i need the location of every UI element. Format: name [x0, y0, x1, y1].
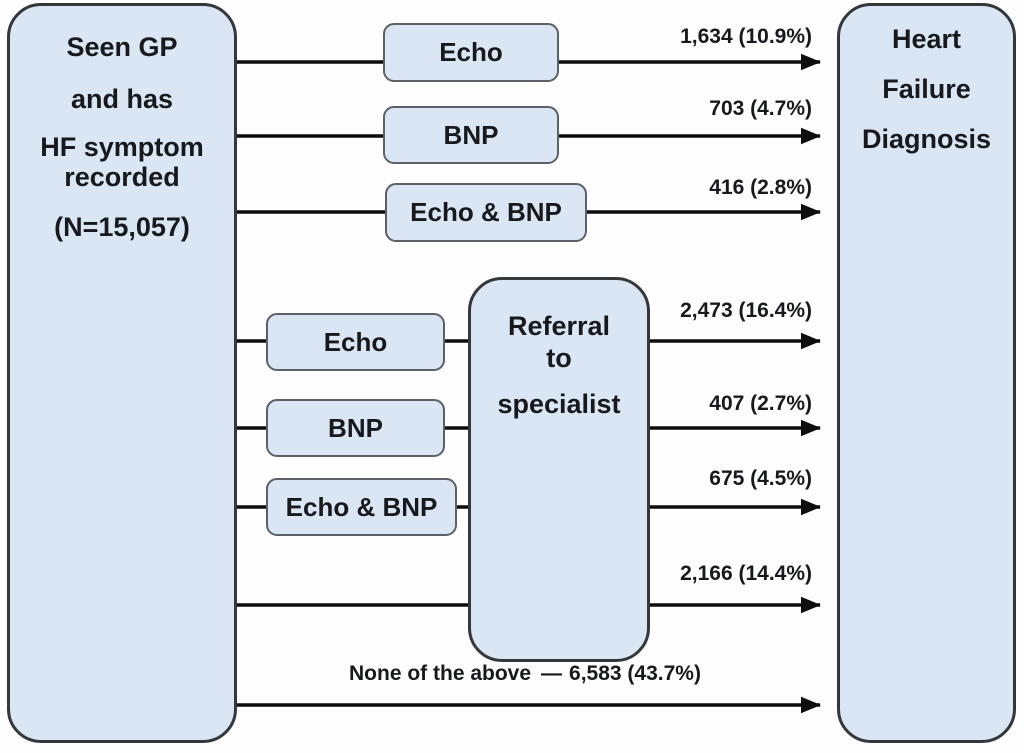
test-box-bnp-direct: BNP — [383, 106, 559, 164]
outcome-box-line: Failure — [882, 74, 971, 104]
source-box-line: HF symptom — [40, 132, 204, 162]
source-box-cohort-size: (N=15,057) — [54, 212, 190, 242]
referral-box-line: to — [546, 343, 572, 373]
test-box-echo-referral: Echo — [266, 313, 445, 371]
source-box-line: and has — [70, 84, 174, 114]
test-box-label: Echo & BNP — [410, 197, 562, 227]
dash-separator: — — [541, 662, 563, 685]
referral-box-line: specialist — [497, 389, 621, 419]
count-label-direct-echo-bnp: 416 (2.8%) — [709, 176, 812, 199]
test-box-label: BNP — [443, 119, 499, 150]
test-box-echo-bnp-direct: Echo & BNP — [385, 183, 587, 242]
test-box-echo-direct: Echo — [383, 23, 559, 82]
outcome-box: Heart Failure Diagnosis — [837, 3, 1016, 743]
test-box-label: Echo — [323, 326, 388, 357]
count-label-direct-echo: 1,634 (10.9%) — [680, 25, 812, 48]
test-box-label: Echo — [439, 37, 503, 67]
count-label-referral-echo-bnp: 675 (4.5%) — [709, 467, 812, 490]
count-label-direct-bnp: 703 (4.7%) — [709, 97, 812, 120]
outcome-box-line: Diagnosis — [861, 124, 992, 154]
none-count: 6,583 (43.7%) — [569, 662, 701, 685]
test-box-echo-bnp-referral: Echo & BNP — [266, 478, 457, 536]
test-box-label: Echo & BNP — [285, 491, 438, 522]
source-box-line: recorded — [64, 162, 180, 192]
count-label-referral-no-test: 2,166 (14.4%) — [680, 562, 812, 585]
source-box: Seen GP and has HF symptom recorded (N=1… — [7, 3, 237, 743]
test-box-bnp-referral: BNP — [266, 399, 445, 457]
referral-box-line: Referral — [507, 311, 611, 341]
referral-box: Referral to specialist — [468, 277, 650, 662]
outcome-box-line: Heart — [891, 24, 962, 54]
none-of-the-above-label: None of the above — 6,583 (43.7%) — [240, 662, 810, 686]
none-label-text: None of the above — [349, 662, 532, 685]
count-label-referral-echo: 2,473 (16.4%) — [680, 299, 812, 322]
test-box-label: BNP — [328, 412, 383, 443]
source-box-line: Seen GP — [66, 32, 178, 62]
count-label-referral-bnp: 407 (2.7%) — [709, 392, 812, 415]
